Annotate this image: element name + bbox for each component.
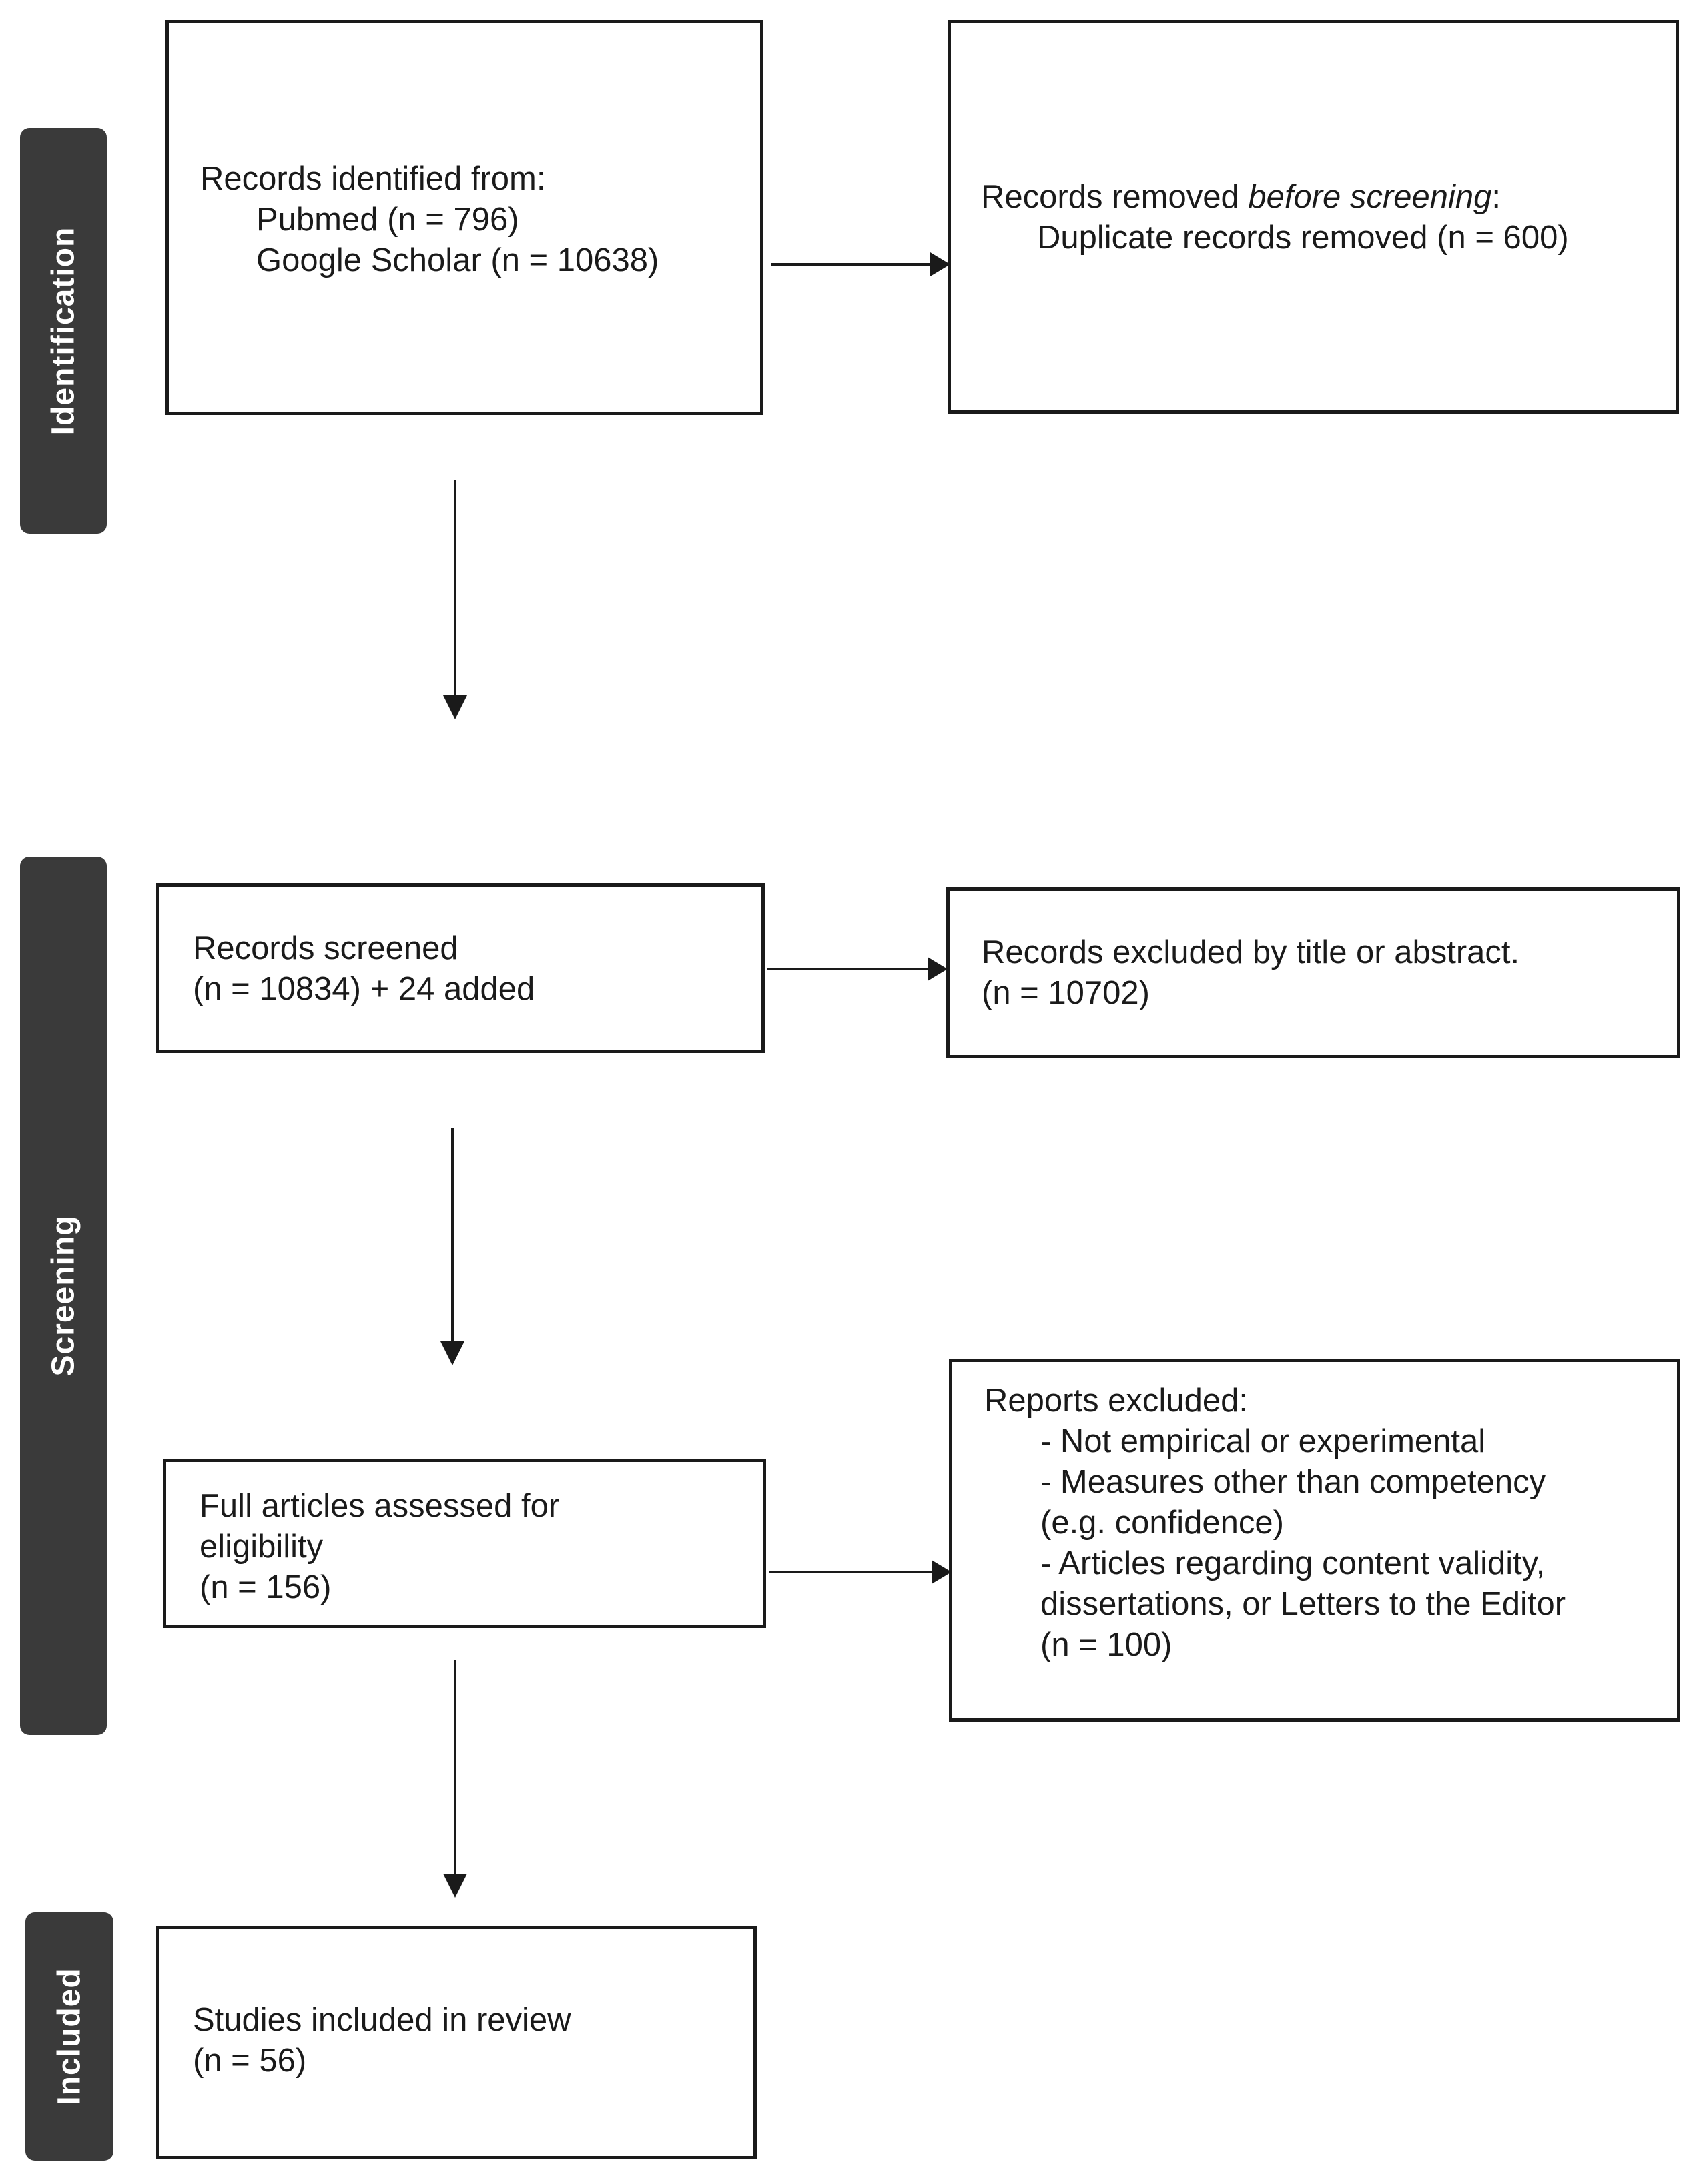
records-excluded-title: Records excluded by title or abstract. bbox=[982, 934, 1520, 970]
full-articles-count: (n = 156) bbox=[200, 1569, 332, 1605]
reports-excluded-box: Reports excluded: - Not empirical or exp… bbox=[949, 1359, 1680, 1722]
records-removed-duplicates: Duplicate records removed (n = 600) bbox=[1037, 220, 1569, 256]
studies-included-count: (n = 56) bbox=[193, 2043, 307, 2079]
records-excluded-count: (n = 10702) bbox=[982, 975, 1150, 1011]
records-identified-box: Records identified from: Pubmed (n = 796… bbox=[165, 20, 763, 415]
studies-included-title: Studies included in review bbox=[193, 2002, 571, 2038]
reports-excluded-reason-2-note: (e.g. confidence) bbox=[1040, 1505, 1284, 1541]
records-removed-box: Records removed before screening: Duplic… bbox=[948, 20, 1679, 414]
reports-excluded-reason-1: - Not empirical or experimental bbox=[1040, 1423, 1486, 1459]
studies-included-box: Studies included in review (n = 56) bbox=[156, 1926, 757, 2159]
phase-screening-label: Screening bbox=[45, 1215, 81, 1377]
full-articles-box: Full articles assessed for eligibility (… bbox=[163, 1459, 766, 1628]
records-removed-heading-prefix: Records removed bbox=[981, 179, 1249, 215]
phase-identification: Identification bbox=[20, 128, 107, 534]
records-removed-heading-italic: before screening bbox=[1248, 179, 1492, 215]
reports-excluded-reason-3: - Articles regarding content validity, bbox=[1040, 1545, 1546, 1581]
records-identified-source-pubmed: Pubmed (n = 796) bbox=[256, 202, 519, 238]
reports-excluded-count: (n = 100) bbox=[1040, 1627, 1172, 1663]
full-articles-title-line2: eligibility bbox=[200, 1529, 324, 1565]
reports-excluded-heading: Reports excluded: bbox=[984, 1383, 1248, 1419]
arrow-full-to-reports-excluded bbox=[769, 1560, 952, 1584]
records-excluded-box: Records excluded by title or abstract. (… bbox=[946, 887, 1680, 1058]
arrow-screened-to-excluded bbox=[767, 957, 948, 981]
full-articles-title-line1: Full articles assessed for bbox=[200, 1488, 560, 1524]
records-identified-heading: Records identified from: bbox=[200, 161, 546, 197]
arrow-screened-to-full bbox=[440, 1128, 464, 1365]
arrow-identified-to-removed bbox=[771, 252, 950, 276]
records-screened-title: Records screened bbox=[193, 930, 458, 966]
reports-excluded-reason-3-cont: dissertations, or Letters to the Editor bbox=[1040, 1586, 1566, 1622]
arrow-identified-to-screened bbox=[443, 480, 467, 719]
records-removed-heading-suffix: : bbox=[1491, 179, 1501, 215]
phase-included-label: Included bbox=[51, 1968, 87, 2105]
phase-included: Included bbox=[25, 1912, 113, 2161]
records-screened-box: Records screened (n = 10834) + 24 added bbox=[156, 883, 765, 1053]
phase-screening: Screening bbox=[20, 857, 107, 1735]
reports-excluded-reason-2: - Measures other than competency bbox=[1040, 1464, 1546, 1500]
records-identified-source-google-scholar: Google Scholar (n = 10638) bbox=[256, 242, 659, 278]
records-screened-count: (n = 10834) + 24 added bbox=[193, 971, 535, 1007]
phase-identification-label: Identification bbox=[45, 226, 81, 436]
records-removed-heading: Records removed before screening: bbox=[981, 177, 1569, 218]
arrow-full-to-included bbox=[443, 1660, 467, 1898]
